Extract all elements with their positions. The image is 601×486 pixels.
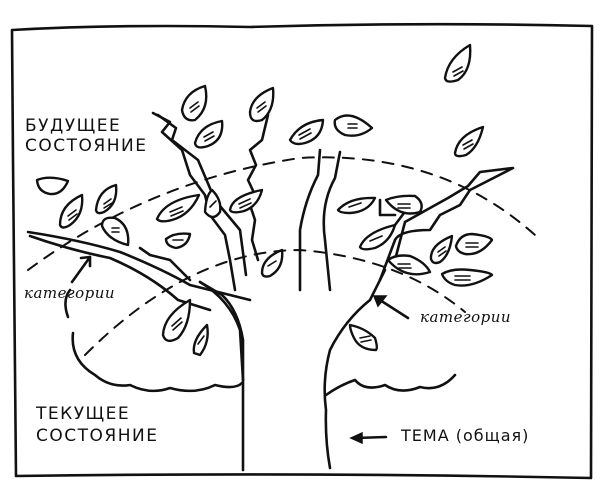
leaf-icon <box>348 323 378 352</box>
trunk-left <box>198 280 245 472</box>
leaf-icon <box>429 234 454 265</box>
branch-right-main <box>378 166 515 282</box>
leaf-icon <box>453 125 485 158</box>
leaf-icon <box>454 232 494 256</box>
arrow-up-right-icon <box>70 255 92 284</box>
leaf-icon <box>192 323 209 357</box>
frame-border <box>10 22 594 480</box>
leaf-icon <box>180 84 208 122</box>
future-state-label-line2: СОСТОЯНИЕ <box>25 136 148 156</box>
branch-center-b <box>322 150 342 292</box>
leaf-icon <box>384 194 423 215</box>
branch-upper-left-a <box>151 111 237 292</box>
future-state-label-line1: БУДУЩЕЕ <box>25 116 122 136</box>
current-state-label-line2: СОСТОЯНИЕ <box>36 426 159 446</box>
categories-label-left: категории <box>24 284 116 302</box>
leaf-icon <box>358 223 397 251</box>
leaf-icon <box>386 254 432 276</box>
branch-center-zigzag <box>246 113 270 262</box>
leaf-icon <box>336 196 377 215</box>
leaf-icon <box>35 176 70 196</box>
leaves <box>35 43 494 357</box>
categories-label-right: категории <box>420 308 512 326</box>
canopy-left-side <box>198 280 245 382</box>
leaf-icon <box>288 118 325 146</box>
leaf-icon <box>333 114 374 137</box>
branch-center-a <box>298 148 322 292</box>
leaf-icon <box>164 232 192 250</box>
leaf-icon <box>440 268 494 287</box>
leaf-icon <box>161 298 192 343</box>
leaf-icon <box>203 188 222 219</box>
leaf-icon <box>94 183 118 215</box>
branch-upper-left-b <box>156 113 248 277</box>
theme-label: ТЕМА (общая) <box>401 426 530 445</box>
canopy-left <box>64 288 244 393</box>
leaf-icon <box>58 193 84 229</box>
canopy-right <box>324 373 457 397</box>
branch-left-main <box>26 230 252 312</box>
leaf-icon <box>193 119 224 149</box>
current-state-label-line1: ТЕКУЩЕЕ <box>36 404 131 424</box>
leaf-icon <box>155 193 201 223</box>
leaf-icon <box>228 188 264 214</box>
leaf-icon <box>260 248 284 278</box>
trunk-right <box>323 268 387 470</box>
arrow-left-icon <box>349 431 388 445</box>
branch-left-small <box>138 246 192 282</box>
arrow-up-left-icon <box>372 295 410 320</box>
leaf-icon <box>443 43 472 83</box>
leaf-icon <box>100 216 130 247</box>
leaf-icon <box>248 86 275 123</box>
